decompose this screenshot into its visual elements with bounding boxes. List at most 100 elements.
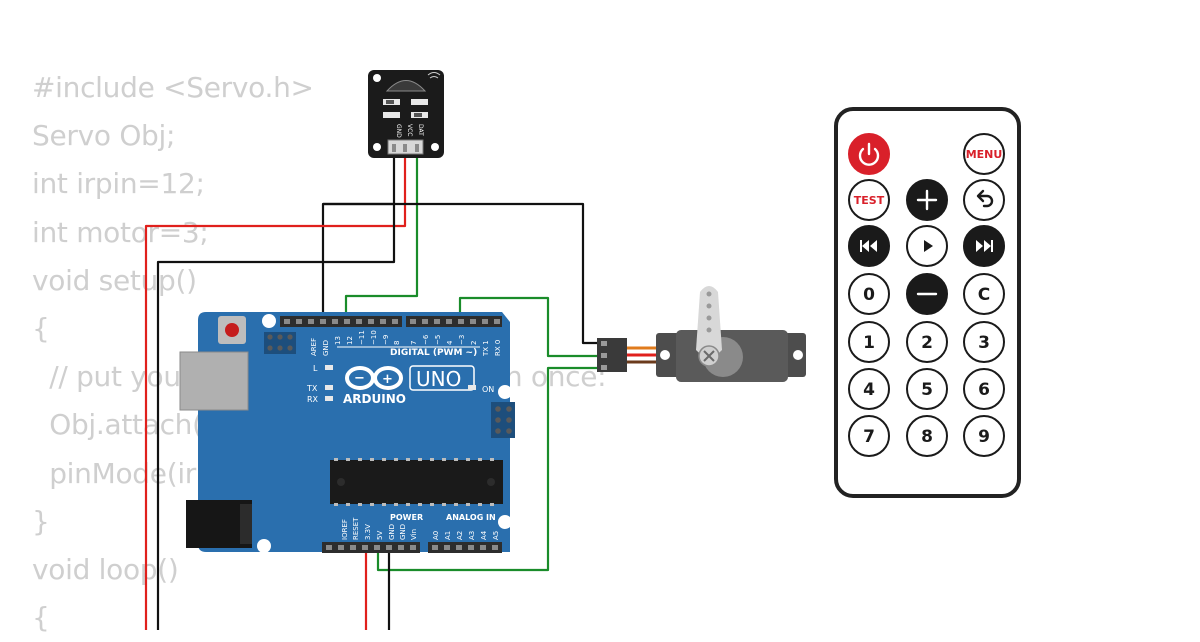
pin-label: GND: [322, 340, 330, 356]
pin-label: ~10: [370, 330, 378, 345]
remote-button-menu[interactable]: MENU: [963, 133, 1005, 175]
led-on: [468, 385, 476, 390]
pin-label: A3: [468, 531, 476, 540]
pin-label: TX 1: [482, 340, 490, 357]
pin-label: GND: [388, 524, 396, 540]
remote-button-label: 9: [978, 427, 990, 447]
remote-button-label: MENU: [966, 148, 1003, 161]
servo-horn: [696, 286, 722, 367]
pin-label: A0: [432, 531, 440, 540]
remote-button-label: 8: [921, 427, 933, 447]
wires: [144, 150, 601, 630]
pin-label: ~5: [434, 335, 442, 345]
remote-button-6[interactable]: 6: [963, 368, 1005, 410]
code-line: }: [32, 504, 50, 538]
icsp-header-top: [264, 332, 296, 354]
play-icon: [924, 240, 933, 252]
ir-pin-vcc-label: VCC: [406, 124, 413, 136]
ir-receiver-module[interactable]: GND VCC DAT: [368, 70, 444, 158]
code-line: int irpin=12;: [32, 167, 205, 201]
pin-label: A1: [444, 531, 452, 540]
reset-button[interactable]: [218, 316, 246, 344]
remote-button-3[interactable]: 3: [963, 321, 1005, 363]
remote-button-1[interactable]: 1: [848, 321, 890, 363]
remote-button-9[interactable]: 9: [963, 415, 1005, 457]
remote-button-7[interactable]: 7: [848, 415, 890, 457]
pin-label: ~9: [382, 335, 390, 345]
remote-button-5[interactable]: 5: [906, 368, 948, 410]
pin-label: 13: [334, 336, 342, 345]
atmega-chip: [330, 458, 503, 506]
signal-icon: [427, 72, 441, 79]
arduino-brand: ARDUINO: [343, 392, 406, 406]
led-tx: [325, 385, 333, 390]
analog-label: ANALOG IN: [446, 513, 496, 522]
remote-button-0[interactable]: 0: [848, 273, 890, 315]
servo-motor[interactable]: [597, 286, 806, 382]
code-line: #include <Servo.h>: [32, 71, 314, 104]
remote-button-label: TEST: [854, 194, 885, 207]
minus-button[interactable]: [906, 273, 948, 315]
servo-signal-wire: [458, 296, 601, 358]
led-tx-label: TX: [306, 384, 318, 393]
svg-text:+: +: [382, 372, 393, 387]
rewind-button[interactable]: [848, 225, 890, 267]
screw-icon: [703, 350, 715, 362]
pin-label: 3.3V: [364, 524, 372, 540]
remote-button-label: 1: [863, 333, 875, 353]
pin-label: GND: [399, 524, 407, 540]
pin-label: 12: [346, 336, 354, 345]
code-line: {: [32, 311, 50, 345]
pin-label: A4: [480, 530, 488, 540]
pin-label: ~11: [358, 330, 366, 345]
on-label: ON: [482, 385, 494, 394]
ir-pin-dat-label: DAT: [417, 124, 424, 136]
remote-button-label: C: [978, 285, 990, 305]
arduino-uno-board[interactable]: AREF GND 13 12 ~11 ~10 ~9 8 7 ~6 ~5 4 ~3…: [179, 312, 515, 553]
pin-label: ~6: [422, 334, 430, 345]
remote-button-label: 6: [978, 380, 990, 400]
code-line: void setup(): [32, 263, 197, 297]
pin-label: 7: [410, 341, 418, 345]
pin-label: 4: [446, 340, 454, 345]
pin-label: RESET: [352, 517, 360, 540]
plus-button[interactable]: [906, 179, 948, 221]
code-line: {: [32, 601, 50, 635]
pin-label: 5V: [376, 531, 384, 540]
pin-label: 2: [470, 341, 478, 345]
svg-text:−: −: [354, 371, 365, 386]
remote-button-4[interactable]: 4: [848, 368, 890, 410]
remote-button-test[interactable]: TEST: [848, 179, 890, 221]
ir-pin-gnd-label: GND: [395, 124, 402, 138]
digital-header[interactable]: [280, 316, 502, 327]
remote-button-label: 3: [978, 333, 990, 353]
pin-label: IOREF: [341, 519, 349, 540]
pin-label: AREF: [310, 338, 318, 356]
power-header[interactable]: [322, 542, 502, 553]
back-button[interactable]: [963, 179, 1005, 221]
arduino-infinity-logo: [345, 366, 403, 390]
rewind-icon: [860, 240, 877, 252]
pin-label: ~3: [458, 335, 466, 345]
remote-button-8[interactable]: 8: [906, 415, 948, 457]
code-line: Servo Obj;: [32, 119, 176, 153]
code-line: void loop(): [32, 552, 179, 586]
digital-label: DIGITAL (PWM ~): [390, 348, 477, 358]
play-button[interactable]: [906, 225, 948, 267]
fast-forward-button[interactable]: [963, 225, 1005, 267]
pin-label: RX 0: [494, 340, 502, 356]
power-button[interactable]: [848, 133, 890, 175]
servo-power-wire: [376, 366, 601, 572]
code-line: int motor=3;: [32, 215, 209, 249]
remote-button-c[interactable]: C: [963, 273, 1005, 315]
digital-pin-labels: AREF GND 13 12 ~11 ~10 ~9 8 7 ~6 ~5 4 ~3…: [310, 330, 502, 357]
led-rx-label: RX: [307, 395, 319, 404]
power-icon: [858, 142, 880, 166]
remote-button-2[interactable]: 2: [906, 321, 948, 363]
led-rx: [325, 396, 333, 401]
servo-gnd-wire: [323, 202, 601, 345]
pin-label: 8: [393, 341, 401, 345]
usb-port: [179, 351, 249, 411]
